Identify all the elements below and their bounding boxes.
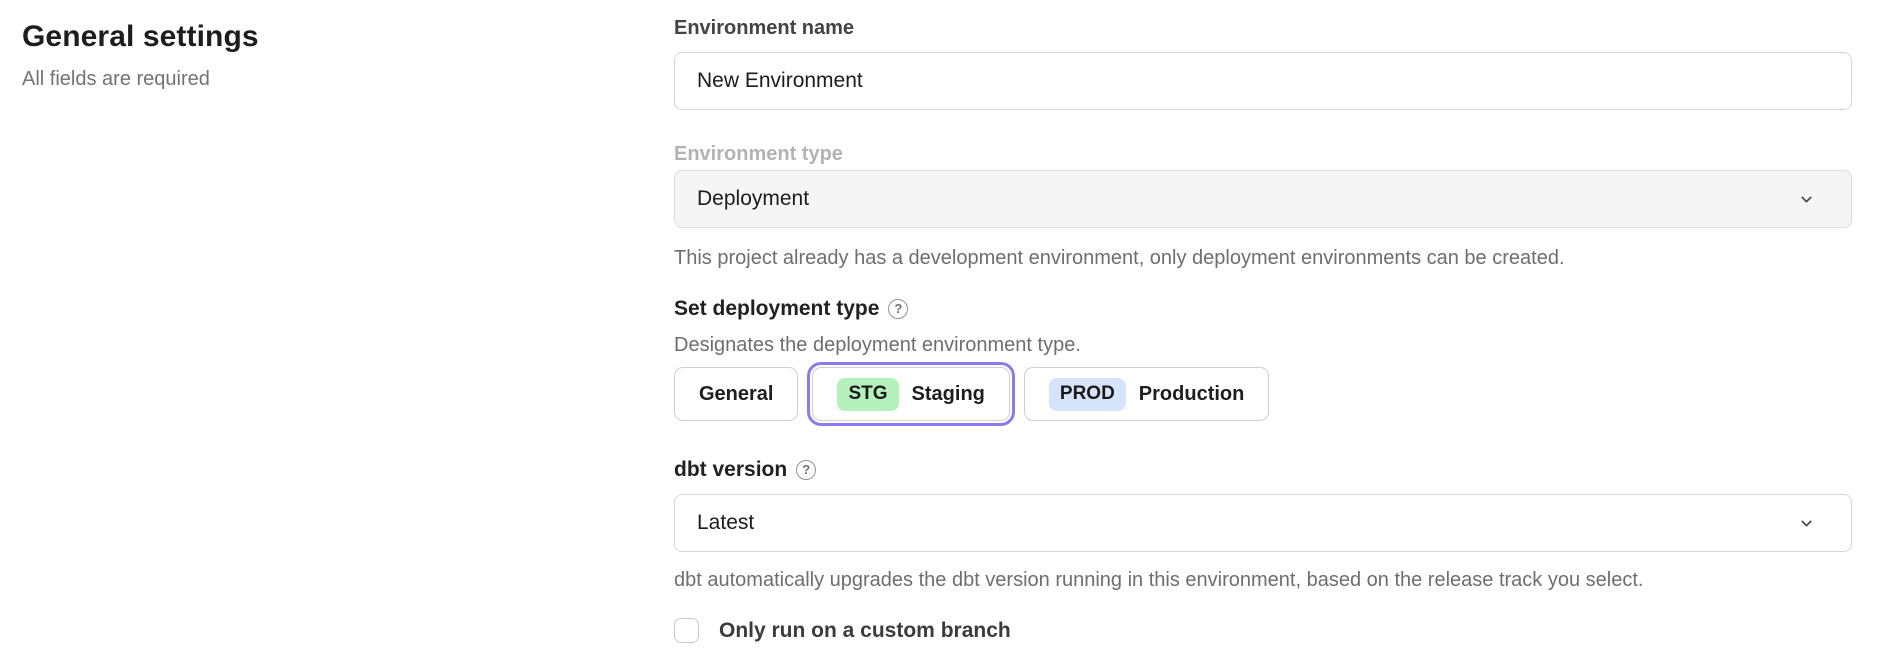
environment-name-label: Environment name	[674, 17, 855, 39]
environment-type-value: Deployment	[697, 187, 810, 210]
deployment-type-staging-label: Staging	[911, 382, 985, 405]
chevron-down-icon	[1801, 196, 1812, 202]
deployment-type-general-button[interactable]: General	[674, 367, 799, 421]
chevron-down-icon	[1801, 520, 1812, 526]
dbt-version-value: Latest	[697, 511, 755, 534]
deployment-type-staging-button[interactable]: STG Staging	[807, 362, 1015, 426]
deployment-type-general-label: General	[699, 382, 774, 405]
environment-type-label: Environment type	[674, 143, 843, 165]
page-subtitle: All fields are required	[22, 68, 210, 90]
custom-branch-row: Only run on a custom branch	[674, 618, 1852, 643]
staging-badge: STG	[837, 377, 899, 411]
page-title: General settings	[22, 20, 259, 53]
deployment-type-heading: Set deployment type	[674, 297, 880, 320]
deployment-type-production-button[interactable]: PROD Production	[1023, 367, 1270, 421]
help-icon[interactable]: ?	[796, 459, 817, 480]
settings-intro: General settings All fields are required	[22, 20, 442, 91]
environment-type-helper: This project already has a development e…	[674, 247, 1565, 269]
dbt-version-heading: dbt version	[674, 458, 788, 481]
production-badge: PROD	[1048, 377, 1126, 411]
dbt-version-helper: dbt automatically upgrades the dbt versi…	[674, 569, 1644, 591]
dbt-version-heading-row: dbt version ?	[674, 457, 1852, 482]
deployment-type-heading-row: Set deployment type ?	[674, 296, 1852, 321]
deployment-type-production-label: Production	[1138, 382, 1245, 405]
environment-type-select[interactable]: Deployment	[674, 170, 1852, 228]
dbt-version-select[interactable]: Latest	[674, 494, 1852, 552]
deployment-type-helper: Designates the deployment environment ty…	[674, 334, 1081, 356]
custom-branch-checkbox[interactable]	[674, 618, 699, 643]
environment-name-input[interactable]	[674, 52, 1852, 110]
custom-branch-label: Only run on a custom branch	[719, 618, 1011, 642]
deployment-type-options: General STG Staging PROD Production	[674, 362, 1852, 426]
environment-form: Environment name Environment type Deploy…	[674, 0, 1852, 643]
help-icon[interactable]: ?	[888, 298, 909, 319]
